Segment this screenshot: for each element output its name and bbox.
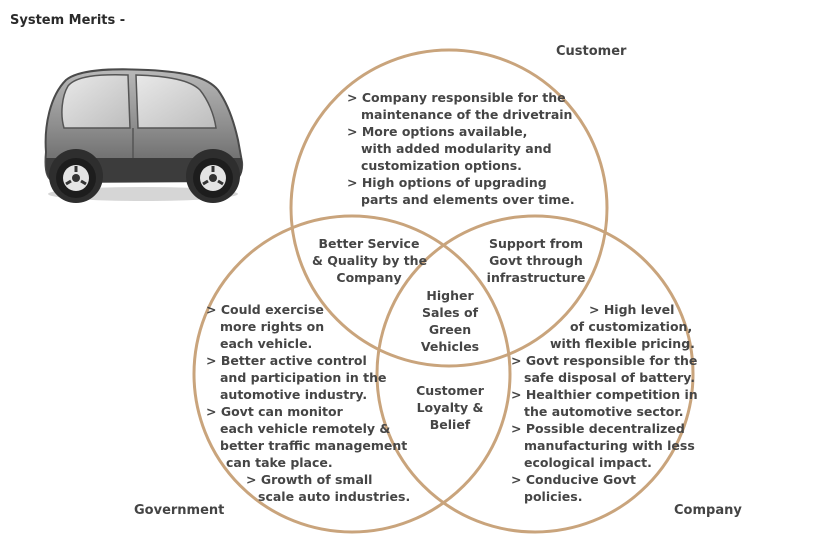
- customer-label: Customer: [556, 44, 627, 59]
- merit-line: maintenance of the drivetrain: [361, 107, 573, 122]
- overlap-line: Green: [428, 322, 472, 337]
- merit-line: customization options.: [361, 158, 522, 173]
- merit-line: > Could exercise: [206, 302, 324, 317]
- merit-line: > Possible decentralized: [511, 421, 685, 436]
- merit-line: > Govt responsible for the: [511, 353, 698, 368]
- overlap-line: Company: [336, 270, 402, 285]
- merit-line: scale auto industries.: [258, 489, 411, 504]
- front-wheel: [56, 158, 96, 198]
- smart-car-icon: [38, 66, 248, 210]
- merit-line: of customization,: [570, 319, 693, 334]
- overlap-customer-government: Better Service & Quality by the Company: [312, 235, 428, 286]
- merit-line: > Govt can monitor: [206, 404, 343, 419]
- merit-line: more rights on: [220, 319, 325, 334]
- merit-line: policies.: [524, 489, 583, 504]
- overlap-line: Belief: [429, 417, 471, 432]
- overlap-line: Govt through: [489, 253, 583, 268]
- merit-line: > Better active control: [206, 353, 367, 368]
- customer-merits: > Company responsible for the maintenanc…: [347, 89, 575, 208]
- merit-line: with flexible pricing.: [550, 336, 695, 351]
- overlap-line: Vehicles: [420, 339, 480, 354]
- overlap-line: Support from: [488, 236, 584, 251]
- government-label: Government: [134, 503, 225, 518]
- overlap-line: Higher: [426, 288, 474, 303]
- overlap-customer-company: Support from Govt through infrastructure: [484, 235, 588, 286]
- merit-line: and participation in the: [220, 370, 387, 385]
- rear-wheel: [193, 158, 233, 198]
- overlap-line: Better Service: [318, 236, 420, 251]
- company-label: Company: [674, 503, 742, 518]
- overlap-line: Loyalty &: [416, 400, 484, 415]
- overlap-government-company: Customer Loyalty & Belief: [408, 382, 492, 433]
- page-title: System Merits -: [10, 13, 126, 28]
- merit-line: > Company responsible for the: [347, 90, 566, 105]
- merit-line: > More options available,: [347, 124, 528, 139]
- merit-line: each vehicle remotely &: [220, 421, 391, 436]
- merit-line: automotive industry.: [220, 387, 368, 402]
- overlap-line: Customer: [416, 383, 484, 398]
- company-merits: > High level of customization, with flex…: [511, 301, 698, 505]
- merit-line: better traffic management: [220, 438, 408, 453]
- merit-line: > Conducive Govt: [511, 472, 636, 487]
- government-merits: > Could exercise more rights on each veh…: [206, 301, 410, 505]
- overlap-line: Sales of: [421, 305, 479, 320]
- merit-line: > Healthier competition in: [511, 387, 698, 402]
- merit-line: > High level: [589, 302, 675, 317]
- merit-line: safe disposal of battery.: [524, 370, 695, 385]
- overlap-line: infrastructure: [486, 270, 586, 285]
- overlap-line: & Quality by the: [312, 253, 428, 268]
- merit-line: > High options of upgrading: [347, 175, 547, 190]
- merit-line: each vehicle.: [220, 336, 313, 351]
- government-circle: [192, 214, 512, 534]
- company-circle: [375, 214, 695, 534]
- merit-line: parts and elements over time.: [361, 192, 575, 207]
- overlap-all: Higher Sales of Green Vehicles: [410, 287, 490, 355]
- merit-line: ecological impact.: [524, 455, 652, 470]
- customer-circle: [289, 48, 609, 368]
- merit-line: > Growth of small: [246, 472, 373, 487]
- merit-line: can take place.: [226, 455, 333, 470]
- merit-line: manufacturing with less: [524, 438, 695, 453]
- merit-line: with added modularity and: [361, 141, 552, 156]
- merit-line: the automotive sector.: [524, 404, 684, 419]
